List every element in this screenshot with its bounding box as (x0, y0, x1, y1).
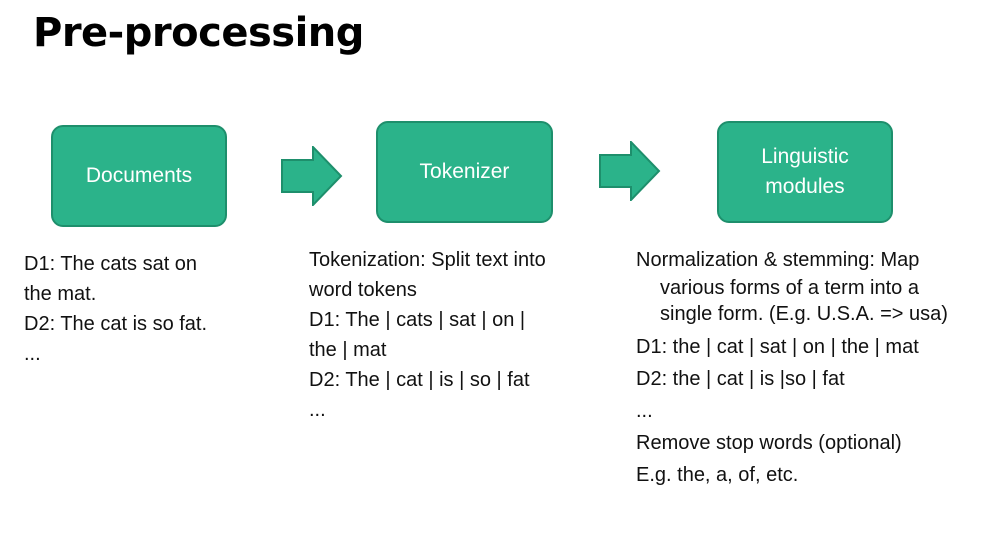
linguistic-line: E.g. the, a, of, etc. (636, 464, 799, 486)
linguistic-line: D2: the | cat | is |so | fat (636, 368, 845, 390)
linguistic-line: various forms of a term into a (660, 277, 919, 299)
linguistic-label-line2: modules (765, 175, 845, 198)
tokenizer-line: Tokenization: Split text into (309, 249, 546, 271)
tokenizer-text: Tokenization: Split text into word token… (309, 245, 546, 425)
right-arrow-icon (281, 146, 343, 206)
doc-line: ... (24, 343, 41, 365)
linguistic-line: ... (636, 400, 653, 422)
tokenizer-line: the | mat (309, 339, 387, 361)
linguistic-line: single form. (E.g. U.S.A. => usa) (660, 303, 948, 325)
tokenizer-line: word tokens (309, 279, 417, 301)
doc-line: the mat. (24, 283, 97, 305)
tokenizer-box: Tokenizer (376, 121, 553, 223)
page-title: Pre-processing (33, 10, 364, 56)
documents-text: D1: The cats sat on the mat. D2: The cat… (24, 249, 207, 369)
doc-line: D1: The cats sat on (24, 253, 198, 275)
linguistic-line: Normalization & stemming: Map (636, 249, 920, 271)
tokenizer-line: D2: The | cat | is | so | fat (309, 369, 530, 391)
tokenizer-line: ... (309, 399, 326, 421)
doc-line: D2: The cat is so fat. (24, 313, 208, 335)
documents-label: Documents (85, 164, 193, 187)
linguistic-line: D1: the | cat | sat | on | the | mat (636, 336, 919, 358)
documents-box: Documents (51, 125, 227, 227)
linguistic-modules-box: Linguistic modules (717, 121, 893, 223)
tokenizer-label: Tokenizer (419, 160, 510, 183)
linguistic-label-line1: Linguistic (761, 145, 849, 168)
linguistic-text: Normalization & stemming: Map various fo… (636, 245, 948, 491)
right-arrow-icon (599, 141, 661, 201)
linguistic-line: Remove stop words (optional) (636, 432, 902, 454)
tokenizer-line: D1: The | cats | sat | on | (309, 309, 526, 331)
